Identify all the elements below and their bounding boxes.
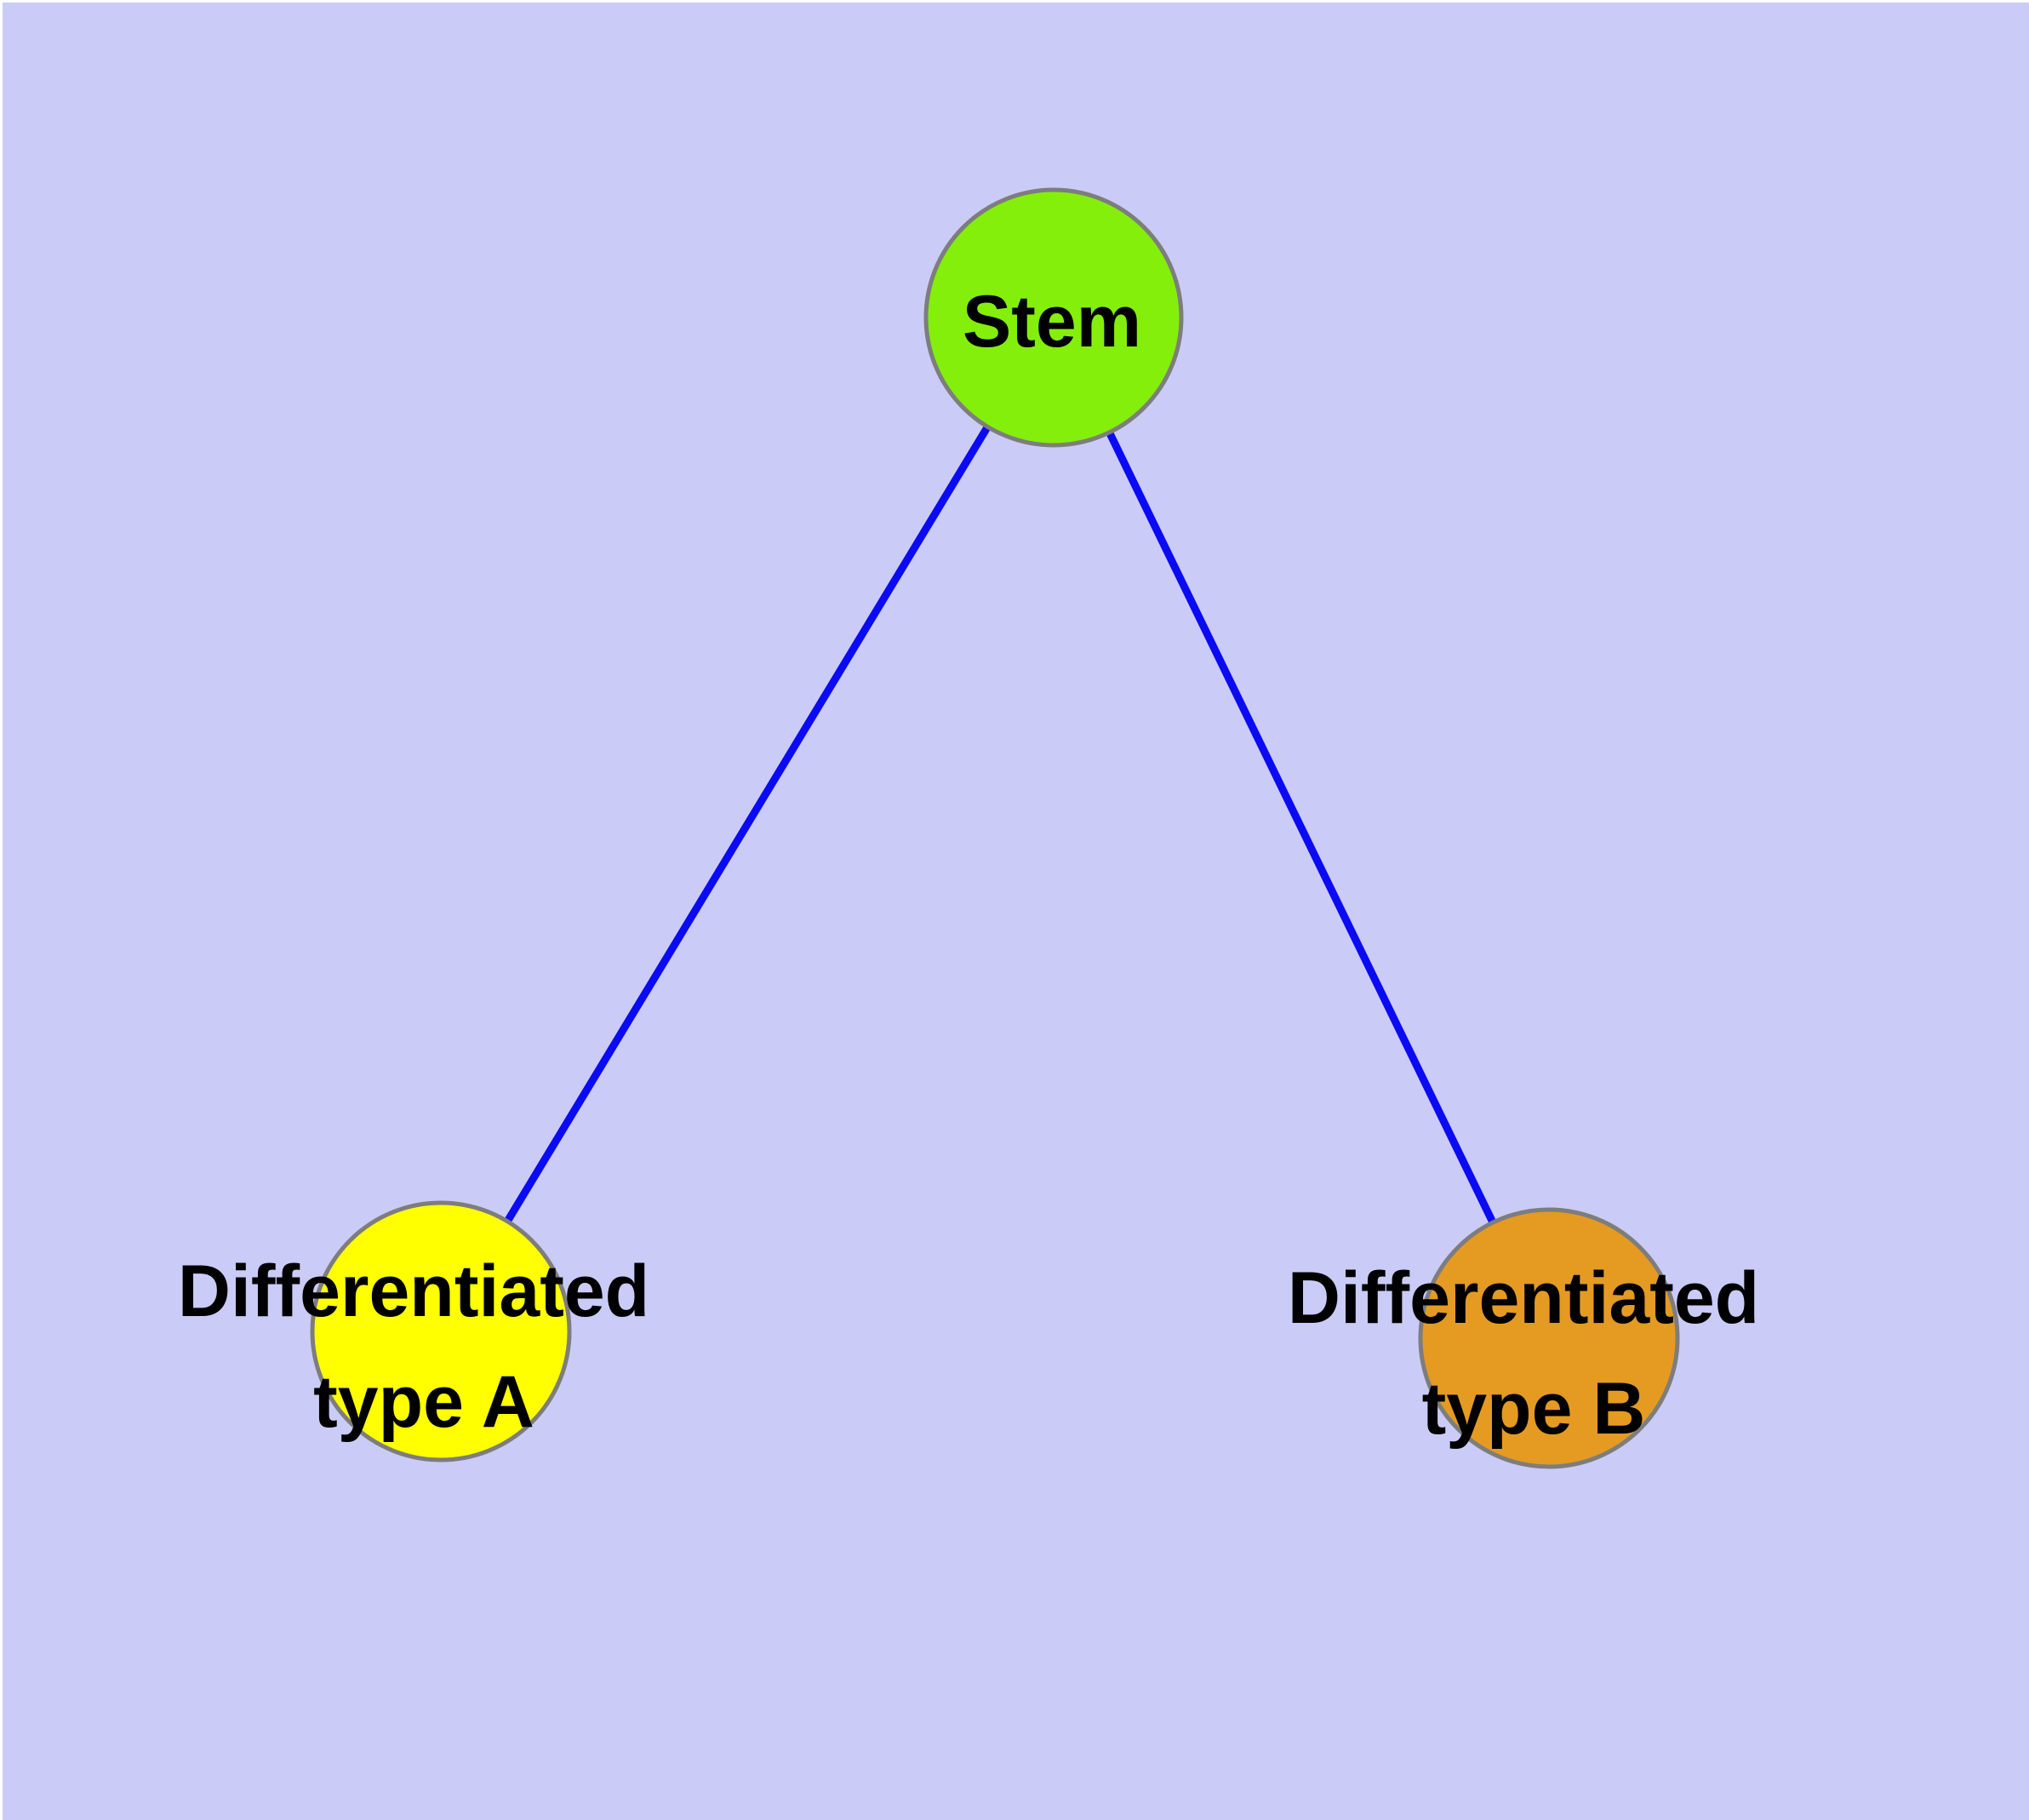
- label-type-a-line-1: Differentiated: [178, 1251, 649, 1332]
- edge-stem-to-type-b: [1049, 316, 1553, 1340]
- node-stem: [923, 187, 1184, 448]
- edge-stem-to-type-a: [437, 315, 1057, 1334]
- node-layer: [310, 187, 1680, 1469]
- node-differentiated-type-b: [1418, 1207, 1680, 1469]
- label-differentiated-type-b: Differentiated type B: [1288, 1257, 1780, 1450]
- label-differentiated-type-a: Differentiated type A: [178, 1251, 670, 1443]
- node-differentiated-type-a: [310, 1200, 572, 1462]
- label-stem: Stem: [963, 281, 1141, 363]
- label-type-a-line-2: type A: [313, 1361, 534, 1443]
- edge-layer: [437, 315, 1553, 1340]
- label-type-b-line-1: Differentiated: [1288, 1257, 1759, 1339]
- label-layer: Stem Differentiated type A Differentiate…: [178, 281, 1780, 1450]
- label-type-b-line-2: type B: [1422, 1368, 1646, 1450]
